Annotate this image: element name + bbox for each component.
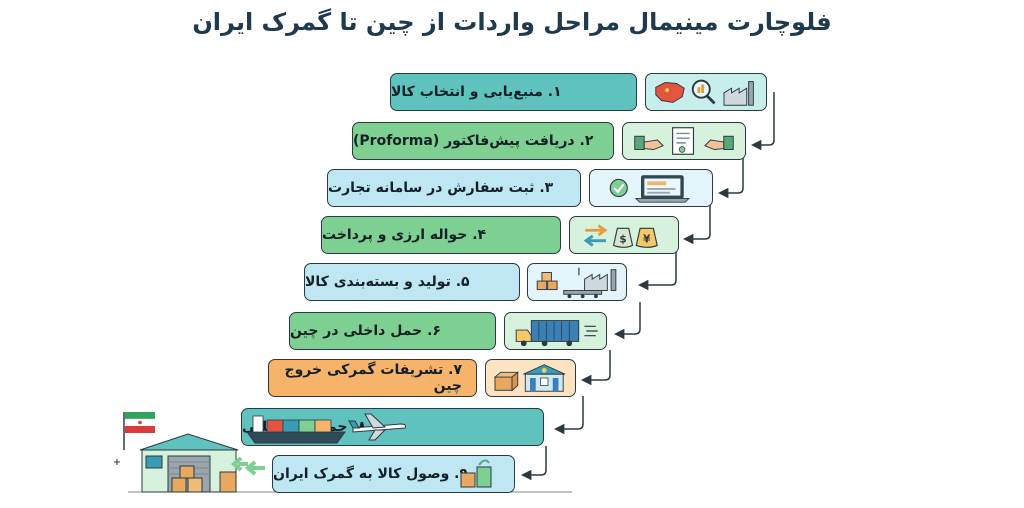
container-truck-icon xyxy=(504,312,607,350)
money-transfer-bags-icon: $ ¥ xyxy=(569,216,679,254)
handshake-invoice-icon xyxy=(622,122,746,160)
svg-text:$: $ xyxy=(619,234,626,246)
arrow-to-warehouse-icon xyxy=(244,460,267,476)
step-7-label: ۷. تشریفات گمرکی خروج چین xyxy=(268,359,477,397)
cargo-ship-airplane-icon xyxy=(241,408,411,446)
laptop-check-icon xyxy=(589,169,713,207)
factory-packaging-icon xyxy=(527,263,627,301)
step-3-label: ۳. ثبت سفارش در سامانه تجارت xyxy=(327,169,581,207)
china-map-magnifier-factory-icon xyxy=(645,73,767,111)
iran-customs-warehouse-flag-icon xyxy=(110,406,258,498)
svg-text:¥: ¥ xyxy=(643,234,651,246)
customs-house-box-icon xyxy=(485,359,576,397)
step-6-label: ۶. حمل داخلی در چین xyxy=(289,312,496,350)
step-5-label: ۵. تولید و بسته‌بندی کالا xyxy=(304,263,520,301)
warehouse-delivery-icon xyxy=(455,455,513,493)
step-1-label: ۱. منبع‌یابی و انتخاب کالا xyxy=(390,73,637,111)
step-4-label: ۴. حواله ارزی و پرداخت xyxy=(321,216,561,254)
step-2-label: ۲. دریافت پیش‌فاکتور (Proforma) xyxy=(352,122,614,160)
page-title: فلوچارت مینیمال مراحل واردات از چین تا گ… xyxy=(192,8,832,36)
